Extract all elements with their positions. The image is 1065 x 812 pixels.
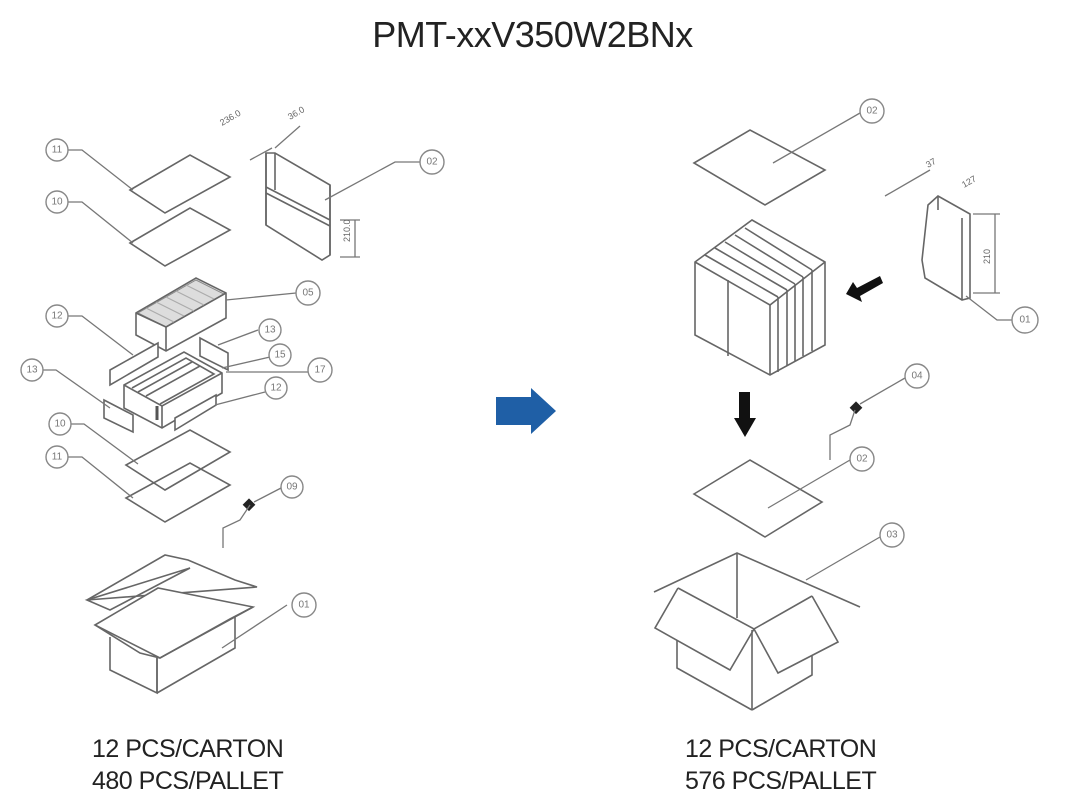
dimension-height: 210 (982, 249, 992, 264)
left-packaging-config: 11 10 210.0 236.0 36.0 02 (20, 104, 445, 695)
down-arrow-icon (734, 392, 756, 437)
left-packing-caption: 12 PCS/CARTON 480 PCS/PALLET (92, 733, 284, 797)
side-pad (199, 336, 229, 372)
label-text: 03 (886, 530, 898, 541)
side-pad (103, 398, 134, 434)
bottom-pad (692, 459, 824, 538)
label-bubble (264, 376, 288, 400)
insert-arrow-icon (846, 276, 883, 302)
label-bubble (20, 358, 44, 382)
diagram-title: PMT-xxV350W2BNx (372, 14, 693, 55)
label-bubble (48, 412, 72, 436)
label-text: 10 (51, 197, 63, 208)
right-pcs-per-carton: 12 PCS/CARTON (685, 735, 877, 763)
label-text: 09 (286, 482, 298, 493)
label-bubble (268, 343, 292, 367)
label-bubble (291, 592, 317, 618)
single-module: 210 37 127 (884, 156, 1000, 301)
label-bubble (904, 363, 930, 389)
dimension-length: 127 (960, 174, 978, 190)
label-bubble (45, 304, 69, 328)
dimension-length: 236.0 (218, 108, 243, 128)
label-text: 11 (52, 452, 63, 463)
label-bubble (258, 318, 282, 342)
label-bubble (307, 357, 333, 383)
label-text: 12 (51, 311, 63, 322)
sheet-bottom (124, 462, 232, 523)
label-text: 11 (52, 145, 63, 156)
left-pcs-per-pallet: 480 PCS/PALLET (92, 767, 284, 795)
sheet-top (128, 154, 232, 214)
dimension-height: 210.0 (342, 219, 352, 242)
label-bubble (859, 98, 885, 124)
right-packaging-config: 02 (653, 98, 1039, 711)
label-text: 15 (274, 350, 286, 361)
label-text: 12 (270, 383, 282, 394)
label-text: 10 (54, 419, 66, 430)
label-bubble (419, 149, 445, 175)
label-bubble (45, 445, 69, 469)
dimension-width: 37 (924, 156, 938, 170)
label-text: 02 (866, 106, 878, 117)
carton-box (84, 554, 258, 695)
label-text: 02 (426, 157, 438, 168)
label-bubble (45, 138, 69, 162)
partition-frame (123, 351, 223, 429)
label-bubble (849, 446, 875, 472)
label-text: 13 (26, 365, 38, 376)
label-text: 01 (1019, 315, 1031, 326)
sheet-second (128, 207, 232, 267)
desiccant-packet (222, 486, 284, 548)
label-bubble (879, 522, 905, 548)
module-stack (694, 219, 826, 376)
label-bubble (1011, 306, 1039, 334)
label-text: 17 (314, 365, 326, 376)
left-pcs-per-carton: 12 PCS/CARTON (92, 735, 284, 763)
dimension-width: 36.0 (286, 104, 306, 121)
module-tray (135, 277, 227, 352)
label-bubble (45, 190, 69, 214)
sheet-bottom (124, 429, 232, 491)
label-text: 04 (911, 371, 923, 382)
label-text: 01 (298, 600, 310, 611)
single-module: 210.0 236.0 36.0 (218, 104, 360, 261)
right-arrow-icon (496, 388, 556, 434)
label-bubble (295, 280, 321, 306)
right-packing-caption: 12 PCS/CARTON 576 PCS/PALLET (685, 733, 877, 797)
label-text: 13 (264, 325, 276, 336)
side-pad (109, 341, 159, 387)
label-bubble (280, 475, 304, 499)
label-text: 02 (856, 454, 868, 465)
carton-box (653, 552, 861, 711)
right-pcs-per-pallet: 576 PCS/PALLET (685, 767, 877, 795)
label-text: 05 (302, 288, 314, 299)
top-pad (692, 129, 827, 206)
